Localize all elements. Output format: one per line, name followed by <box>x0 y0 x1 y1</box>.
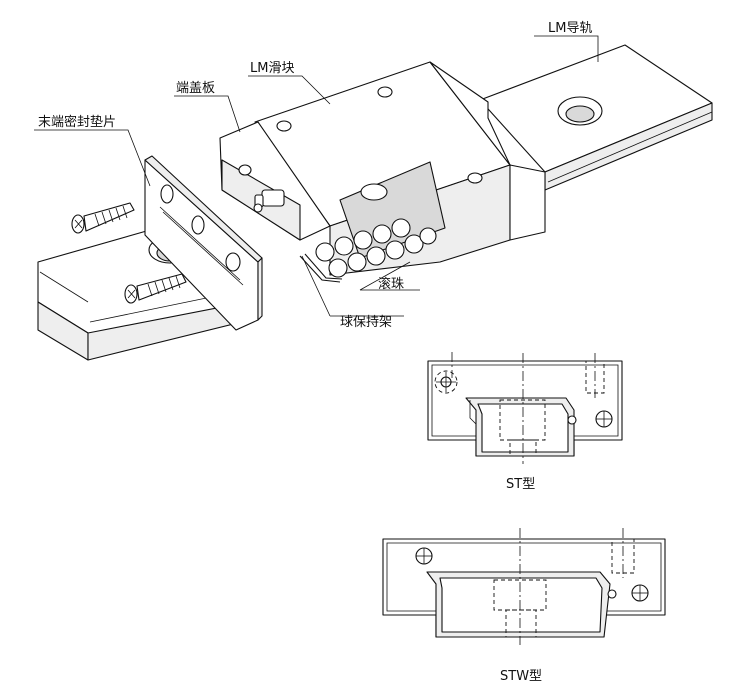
label-balls: 滚珠 <box>378 276 404 292</box>
label-end-seal: 末端密封垫片 <box>38 114 116 130</box>
ball <box>328 258 348 278</box>
label-lm-rail: LM导轨 <box>548 21 592 36</box>
ball <box>334 236 354 256</box>
grease-nipple <box>253 189 285 213</box>
ball <box>385 240 405 260</box>
ball <box>347 252 367 272</box>
ball <box>419 227 437 245</box>
label-end-plate: 端盖板 <box>176 81 215 96</box>
label-lm-block: LM滑块 <box>250 61 294 76</box>
assembly-drawing: LM导轨 LM滑块 端盖板 末端密封垫片 滚珠 球保持架 <box>34 21 713 361</box>
ball <box>315 242 335 262</box>
end-plate <box>219 121 331 241</box>
balls <box>315 218 437 278</box>
end-seal <box>144 155 263 331</box>
st-bolt-hole-left <box>434 370 458 394</box>
ball <box>404 234 424 254</box>
ball <box>366 246 386 266</box>
block-mount-hole <box>276 120 292 132</box>
screw-lower <box>124 273 187 304</box>
ball <box>353 230 373 250</box>
block-mount-hole <box>467 172 483 184</box>
label-retainer: 球保持架 <box>340 315 392 330</box>
screw-upper <box>71 202 135 234</box>
stw-section-view: STW型 <box>382 528 666 684</box>
ball <box>391 218 411 238</box>
label-stw: STW型 <box>500 669 542 684</box>
label-st: ST型 <box>506 477 535 492</box>
ball-retainer <box>299 253 343 283</box>
block-mount-hole <box>377 86 393 98</box>
st-section-view: ST型 <box>427 352 623 492</box>
ball <box>372 224 392 244</box>
leader-lines <box>34 35 599 317</box>
